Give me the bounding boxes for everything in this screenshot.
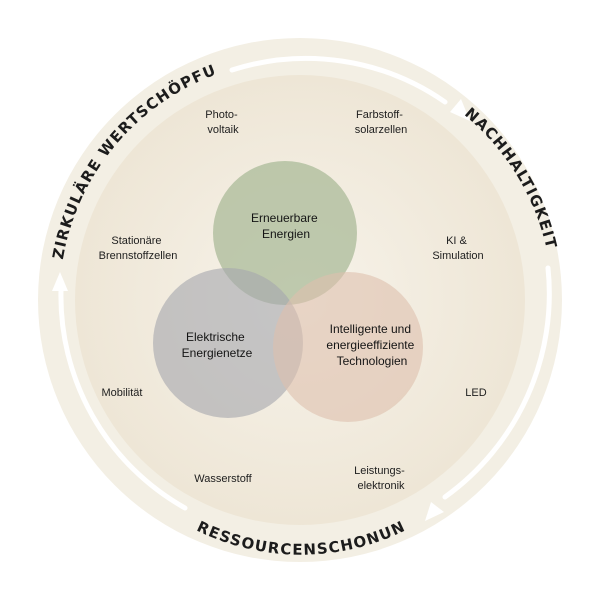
arrow-heads [52, 99, 470, 521]
circle-intelligent-tech [273, 272, 423, 422]
circle-renewable-energy [213, 161, 357, 305]
topic-ai-simulation: KI & Simulation [432, 235, 483, 262]
topic-photovoltaics: Photo- voltaik [205, 109, 240, 136]
topic-labels: Photo- voltaik Farbstoff- solarzellen St… [99, 109, 487, 492]
label-intelligent-tech: Intelligente und energieeffiziente Techn… [326, 322, 417, 368]
circle-electrical-grids [153, 268, 303, 418]
cycle-arrows [58, 55, 552, 511]
topic-hydrogen: Wasserstoff [194, 473, 252, 485]
arrow-top-arc [229, 55, 448, 105]
topic-led: LED [465, 387, 486, 399]
topic-power-electronics: Leistungs- elektronik [354, 465, 408, 492]
arrow-right-arc [442, 265, 552, 500]
arrow-head-bottom-right [425, 502, 444, 521]
label-renewable-energy: Erneuerbare Energien [251, 211, 321, 241]
core-circles [153, 161, 423, 422]
topic-stationary-fuel-cells: Stationäre Brennstoffzellen [99, 235, 178, 262]
topic-dye-solar-cells: Farbstoff- solarzellen [355, 109, 408, 136]
label-electrical-grids: Elektrische Energienetze [182, 330, 253, 360]
arrow-left-arc [58, 287, 188, 511]
arrow-head-top-right [450, 99, 470, 121]
arrow-head-left [52, 272, 68, 291]
topic-mobility: Mobilität [102, 387, 143, 399]
